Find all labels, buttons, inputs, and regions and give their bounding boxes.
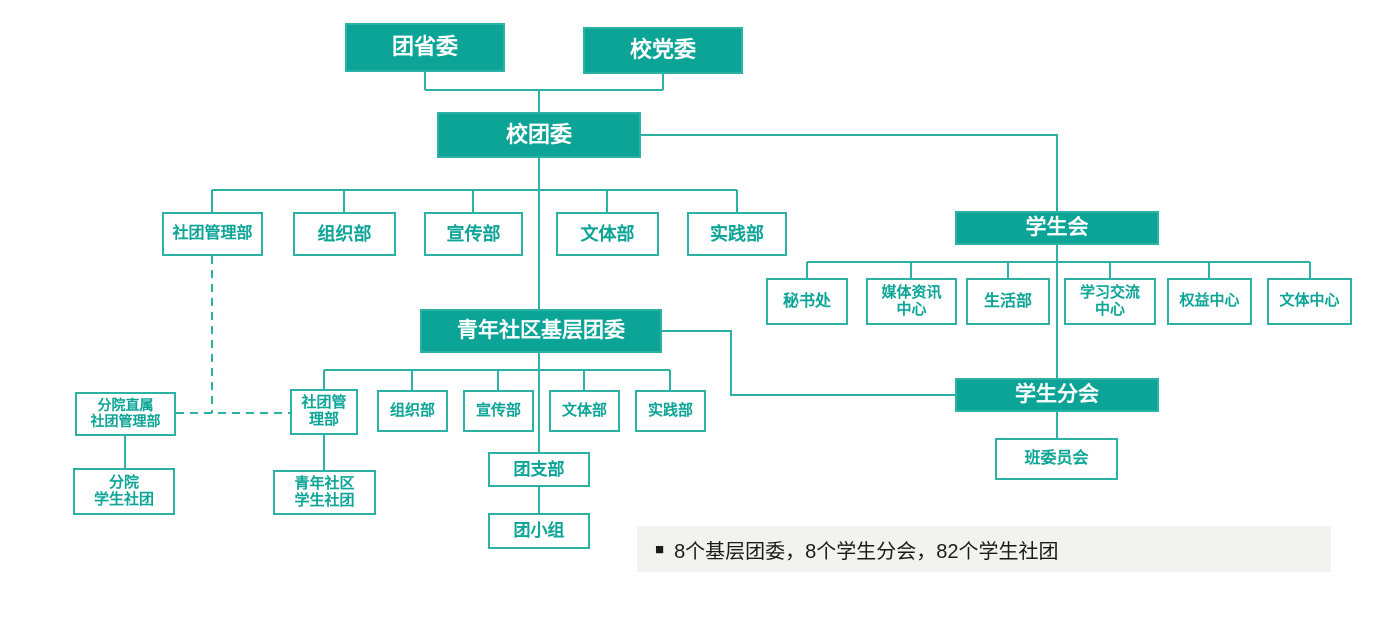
node-student-branch-union: 学生分会 — [955, 378, 1159, 412]
connector-student-union-departments — [806, 261, 1311, 278]
node-youth-community-clubs: 青年社区 学生社团 — [273, 470, 376, 515]
node-yc-publicity-dept: 宣传部 — [463, 390, 534, 432]
node-league-group: 团小组 — [488, 513, 590, 549]
note-bullet-icon: ■ — [655, 540, 665, 558]
connector-school-league-to-student-union — [641, 134, 1058, 211]
node-sports-arts-center: 文体中心 — [1267, 278, 1352, 325]
connector-school-league-departments — [211, 189, 738, 212]
node-yc-organization-dept: 组织部 — [377, 390, 448, 432]
node-student-union: 学生会 — [955, 211, 1159, 245]
node-club-management-dept: 社团管理部 — [162, 212, 263, 256]
node-branch-campus-clubs: 分院 学生社团 — [73, 468, 175, 515]
summary-note: ■ 8个基层团委，8个学生分会，82个学生社团 — [637, 526, 1331, 572]
node-life-dept: 生活部 — [966, 278, 1050, 325]
node-yc-club-management-dept: 社团管 理部 — [290, 389, 358, 435]
node-league-branch: 团支部 — [488, 452, 590, 487]
node-rights-center: 权益中心 — [1167, 278, 1252, 325]
connector-youth-community-to-student-branch — [662, 330, 955, 396]
connector-top-tree — [424, 72, 664, 112]
node-secretariat: 秘书处 — [766, 278, 848, 325]
node-sports-arts-dept: 文体部 — [556, 212, 659, 256]
node-provincial-league-committee: 团省委 — [345, 23, 505, 72]
node-publicity-dept: 宣传部 — [424, 212, 523, 256]
node-youth-community-league-committee: 青年社区基层团委 — [420, 309, 662, 353]
connector-youth-community-departments — [323, 369, 671, 390]
node-school-party-committee: 校党委 — [583, 27, 743, 74]
node-school-league-committee: 校团委 — [437, 112, 641, 158]
node-study-exchange-center: 学习交流 中心 — [1064, 278, 1156, 325]
node-media-info-center: 媒体资讯 中心 — [866, 278, 957, 325]
node-class-committee: 班委员会 — [995, 438, 1118, 480]
note-text: 8个基层团委，8个学生分会，82个学生社团 — [674, 540, 1059, 563]
node-organization-dept: 组织部 — [293, 212, 396, 256]
node-practice-dept: 实践部 — [687, 212, 787, 256]
node-branch-campus-club-dept: 分院直属 社团管理部 — [75, 392, 176, 436]
node-yc-practice-dept: 实践部 — [635, 390, 706, 432]
node-yc-sports-arts-dept: 文体部 — [549, 390, 620, 432]
